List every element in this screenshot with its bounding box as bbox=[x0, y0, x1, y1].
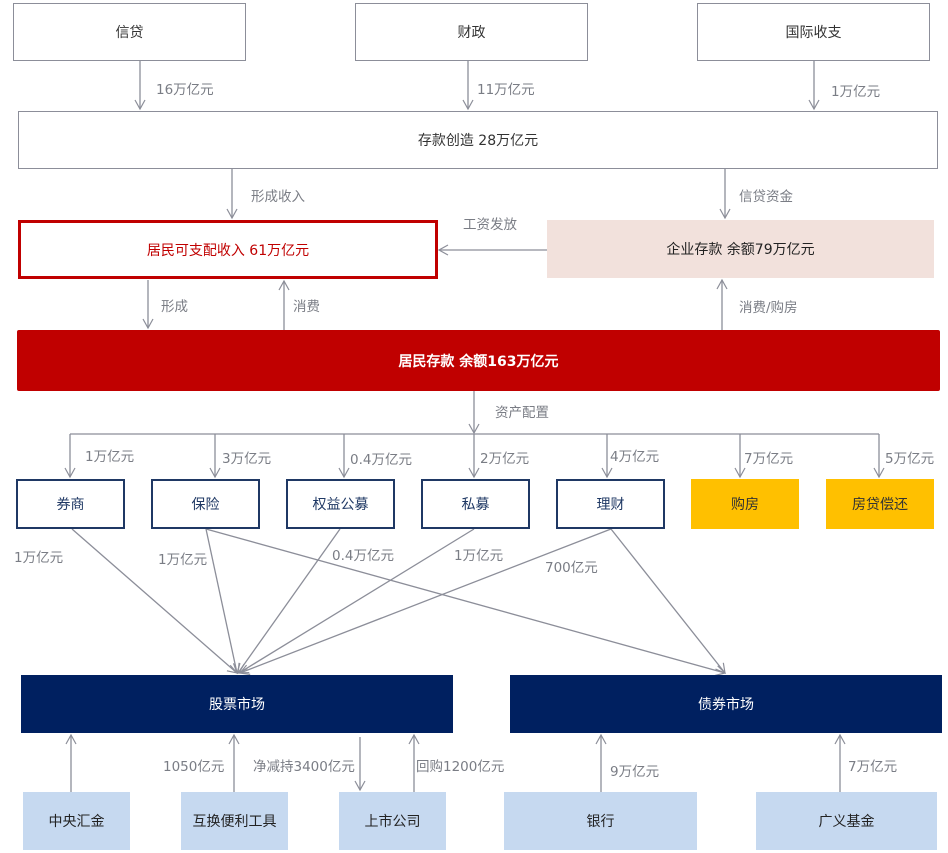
inst-insurance-label: 保险 bbox=[191, 497, 220, 513]
housing-buy-label: 购房 bbox=[731, 497, 759, 513]
source-fiscal-label: 财政 bbox=[457, 25, 486, 41]
household-income-label: 居民可支配收入 61万亿元 bbox=[146, 242, 310, 259]
inst-wealth-mgmt-box: 理财 bbox=[556, 479, 665, 529]
credit-flow-label: 16万亿元 bbox=[156, 82, 214, 98]
housing-buy-inflow: 7万亿元 bbox=[744, 451, 794, 467]
housing-mortgage-label: 房贷偿还 bbox=[852, 497, 908, 513]
asset-allocation-label: 资产配置 bbox=[495, 405, 549, 421]
inst-broker-box: 券商 bbox=[16, 479, 125, 529]
deposit-creation-box: 存款创造 28万亿元 bbox=[18, 111, 938, 169]
broad-fund-flow: 7万亿元 bbox=[848, 759, 898, 775]
housing-mortgage-box: 房贷偿还 bbox=[826, 479, 934, 529]
consume-label: 消费 bbox=[293, 299, 320, 315]
form-income-label: 形成收入 bbox=[251, 189, 305, 205]
inst-equity-fund-outflow: 0.4万亿元 bbox=[332, 548, 394, 564]
inst-insurance-outflow: 1万亿元 bbox=[158, 552, 208, 568]
stock-market-box: 股票市场 bbox=[21, 675, 453, 733]
source-bop-box: 国际收支 bbox=[697, 3, 930, 61]
inst-private-fund-label: 私募 bbox=[461, 497, 490, 513]
inst-wealth-mgmt-inflow: 4万亿元 bbox=[610, 449, 660, 465]
consume-buy-house-label: 消费/购房 bbox=[739, 300, 798, 316]
inst-wealth-mgmt-label: 理财 bbox=[596, 497, 625, 513]
inst-wealth-mgmt-outflow: 700亿元 bbox=[545, 560, 598, 576]
inst-insurance-inflow: 3万亿元 bbox=[222, 451, 272, 467]
inst-broker-inflow: 1万亿元 bbox=[85, 449, 135, 465]
inst-private-fund-outflow: 1万亿元 bbox=[454, 548, 504, 564]
listed-co-reduction-flow: 净减持3400亿元 bbox=[253, 759, 355, 775]
inst-broker-label: 券商 bbox=[56, 497, 85, 513]
swap-facility-flow: 1050亿元 bbox=[163, 759, 225, 775]
inst-equity-fund-box: 权益公募 bbox=[286, 479, 395, 529]
wage-payment-label: 工资发放 bbox=[463, 217, 517, 233]
source-bop-label: 国际收支 bbox=[785, 25, 842, 41]
broad-fund-label: 广义基金 bbox=[818, 814, 875, 830]
central-huijin-box: 中央汇金 bbox=[23, 792, 130, 850]
inst-private-fund-box: 私募 bbox=[421, 479, 530, 529]
housing-buy-box: 购房 bbox=[691, 479, 799, 529]
household-deposit-label: 居民存款 余额163万亿元 bbox=[398, 353, 559, 370]
housing-mortgage-inflow: 5万亿元 bbox=[885, 451, 935, 467]
source-fiscal-box: 财政 bbox=[355, 3, 588, 61]
bop-flow-label: 1万亿元 bbox=[831, 84, 881, 100]
source-credit-box: 信贷 bbox=[13, 3, 246, 61]
inst-broker-outflow: 1万亿元 bbox=[14, 550, 64, 566]
corporate-deposit-box: 企业存款 余额79万亿元 bbox=[547, 220, 934, 278]
bond-market-box: 债券市场 bbox=[510, 675, 942, 733]
central-huijin-label: 中央汇金 bbox=[48, 814, 105, 830]
inst-equity-fund-label: 权益公募 bbox=[312, 497, 369, 513]
inst-insurance-box: 保险 bbox=[151, 479, 260, 529]
form-label: 形成 bbox=[161, 299, 188, 315]
listed-co-buyback-flow: 回购1200亿元 bbox=[416, 759, 505, 775]
fiscal-flow-label: 11万亿元 bbox=[477, 82, 535, 98]
inst-private-fund-inflow: 2万亿元 bbox=[480, 451, 530, 467]
swap-facility-box: 互换便利工具 bbox=[181, 792, 288, 850]
corporate-deposit-label: 企业存款 余额79万亿元 bbox=[666, 242, 815, 258]
deposit-creation-label: 存款创造 28万亿元 bbox=[417, 133, 539, 149]
bond-market-label: 债券市场 bbox=[698, 697, 754, 713]
stock-market-label: 股票市场 bbox=[209, 697, 265, 713]
household-income-box: 居民可支配收入 61万亿元 bbox=[18, 220, 438, 279]
swap-facility-label: 互换便利工具 bbox=[192, 814, 277, 830]
listed-company-box: 上市公司 bbox=[339, 792, 446, 850]
credit-funds-label: 信贷资金 bbox=[739, 189, 793, 205]
broad-fund-box: 广义基金 bbox=[756, 792, 937, 850]
inst-equity-fund-inflow: 0.4万亿元 bbox=[350, 452, 412, 468]
source-credit-label: 信贷 bbox=[115, 25, 144, 41]
bank-box: 银行 bbox=[504, 792, 697, 850]
bank-flow: 9万亿元 bbox=[610, 764, 660, 780]
listed-company-label: 上市公司 bbox=[364, 814, 421, 830]
household-deposit-box: 居民存款 余额163万亿元 bbox=[17, 330, 940, 391]
bank-label: 银行 bbox=[586, 814, 615, 830]
